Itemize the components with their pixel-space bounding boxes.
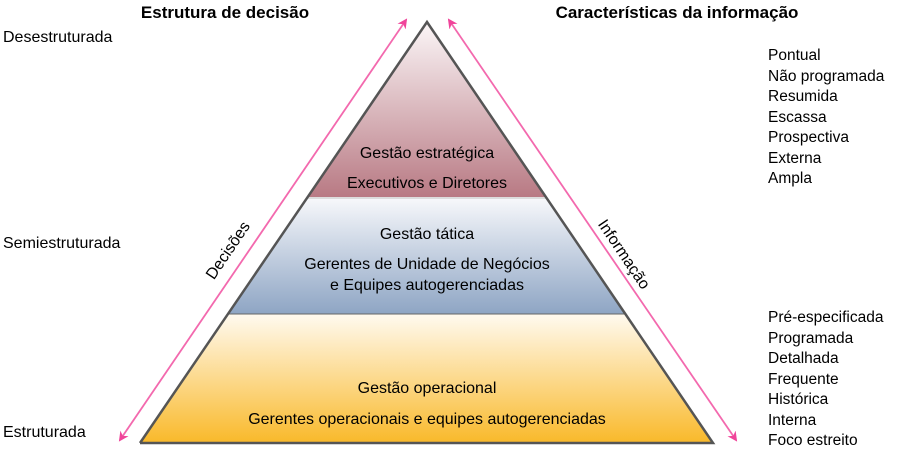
- operational-title: Gestão operacional: [357, 380, 497, 397]
- tactical-who-line1: Gerentes de Unidade de Negócios: [304, 256, 550, 273]
- list-item: Pré-especificada: [768, 309, 884, 326]
- list-item: Detalhada: [768, 350, 839, 367]
- list-item: Não programada: [768, 67, 885, 85]
- list-item: Frequente: [768, 370, 839, 388]
- list-item: Escassa: [768, 108, 827, 126]
- list-item: Foco estreito: [768, 432, 858, 449]
- decisions-arrow: [118, 18, 408, 442]
- list-item: Histórica: [768, 391, 829, 408]
- strategic-title: Gestão estratégica: [359, 145, 495, 162]
- header-decision-structure: Estrutura de decisão: [140, 3, 310, 22]
- level-structured: Estruturada: [3, 424, 86, 441]
- list-item: Programada: [768, 329, 854, 347]
- level-semistructured: Semiestruturada: [3, 235, 121, 252]
- list-item: Externa: [768, 149, 822, 167]
- list-item: Pontual: [768, 47, 821, 64]
- list-item: Interna: [768, 411, 817, 429]
- tactical-who-line2: e Equipes autogerenciadas: [330, 277, 524, 294]
- info-bottom-list: Pré-especificada Programada Detalhada Fr…: [768, 308, 883, 452]
- level-unstructured: Desestruturada: [3, 29, 113, 46]
- list-item: Ampla: [768, 170, 812, 187]
- operational-who: Gerentes operacionais e equipes autogere…: [248, 411, 606, 428]
- strategic-who: Executivos e Diretores: [346, 175, 508, 192]
- header-information-characteristics: Características da informação: [555, 3, 799, 22]
- list-item: Resumida: [768, 88, 838, 105]
- info-top-list: Pontual Não programada Resumida Escassa …: [768, 46, 884, 190]
- list-item: Prospectiva: [768, 129, 849, 146]
- information-arrow: [447, 18, 738, 442]
- tactical-title: Gestão tática: [379, 226, 475, 243]
